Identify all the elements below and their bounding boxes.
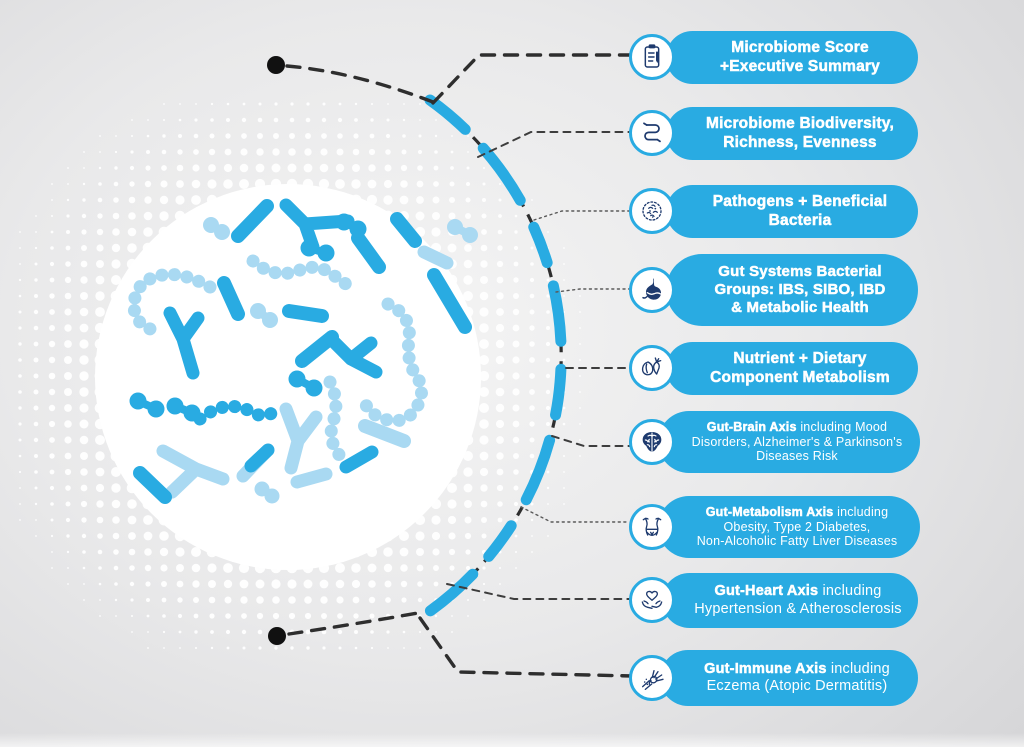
label-line: Disorders, Alzheimer's & Parkinson's xyxy=(684,435,910,450)
label-text-segment: including xyxy=(826,660,890,677)
label-pill: Microbiome Biodiversity,Richness, Evenne… xyxy=(666,107,918,160)
connector-gut-metabolism-axis xyxy=(520,506,629,523)
label-text-segment: Groups: IBS, SIBO, IBD xyxy=(714,281,886,299)
intestines-icon xyxy=(629,110,675,156)
label-line: & Metabolic Health xyxy=(692,299,908,317)
label-line: Richness, Evenness xyxy=(692,133,908,152)
label-text-segment: & Metabolic Health xyxy=(731,298,869,317)
label-text-segment: including xyxy=(818,583,882,600)
label-text-segment: Hypertension & Atherosclerosis xyxy=(694,600,902,617)
blue-dashed-arc xyxy=(414,94,567,624)
connector-biodiversity xyxy=(477,131,631,158)
bottom-anchor-dot xyxy=(268,627,286,645)
label-line: Obesity, Type 2 Diabetes, xyxy=(684,520,910,535)
label-text: Microbiome Score+Executive Summary xyxy=(692,39,908,76)
top-anchor-dashed-line xyxy=(285,64,435,104)
connector-gut-heart-axis xyxy=(446,583,630,600)
connector-gut-brain-axis xyxy=(551,435,630,447)
label-line: Pathogens + Beneficial xyxy=(692,193,908,211)
label-text-segment: Diseases Risk xyxy=(756,449,838,464)
label-line: Groups: IBS, SIBO, IBD xyxy=(692,281,908,299)
arm-dermatitis-icon xyxy=(629,655,675,701)
label-text-segment: Richness, Evenness xyxy=(723,133,877,151)
bottom-anchor-dashed-line xyxy=(287,611,420,636)
label-text-segment: Obesity, Type 2 Diabetes, xyxy=(723,519,871,534)
label-line: Nutrient + Dietary xyxy=(692,350,908,368)
brain-icon xyxy=(629,419,675,465)
label-line: Gut-Immune Axis including xyxy=(686,661,908,678)
connector-gut-systems xyxy=(555,288,630,293)
label-line: Gut Systems Bacterial xyxy=(692,263,908,281)
vegetables-icon xyxy=(629,345,675,391)
bacteria-cluster-icon xyxy=(629,188,675,234)
label-line: Gut-Heart Axis including xyxy=(688,583,908,600)
label-text-segment: Gut Systems Bacterial xyxy=(718,263,882,281)
label-line: Bacteria xyxy=(692,211,908,230)
label-line: Gut-Metabolism Axis including xyxy=(684,505,910,520)
label-text-segment: Gut-Heart Axis xyxy=(714,583,819,600)
bacteria-illustration xyxy=(95,184,481,570)
label-text: Microbiome Biodiversity,Richness, Evenne… xyxy=(692,115,908,152)
label-text-segment: Gut-Immune Axis xyxy=(704,660,827,678)
label-line: Non-Alcoholic Fatty Liver Diseases xyxy=(684,534,910,549)
label-text-segment: Disorders, Alzheimer's & Parkinson's xyxy=(691,434,903,449)
label-line: Microbiome Biodiversity, xyxy=(692,115,908,133)
label-line: Component Metabolism xyxy=(692,368,908,387)
label-text-segment: Gut-Metabolism Axis xyxy=(705,504,834,520)
label-text-segment: including xyxy=(833,504,889,519)
connector-pathogens xyxy=(533,210,632,221)
label-pill: Microbiome Score+Executive Summary xyxy=(666,31,918,84)
label-text-segment: Nutrient + Dietary xyxy=(733,350,867,368)
label-text-segment: Eczema (Atopic Dermatitis) xyxy=(706,678,888,694)
label-line: Hypertension & Atherosclerosis xyxy=(688,601,908,618)
label-text-segment: Gut-Brain Axis xyxy=(706,419,797,435)
label-text-segment: +Executive Summary xyxy=(720,57,880,75)
top-anchor-dot xyxy=(267,56,285,74)
label-line: Diseases Risk xyxy=(684,449,910,464)
label-text-segment: Microbiome Biodiversity, xyxy=(706,115,894,133)
halftone-dot-pattern xyxy=(18,102,581,650)
clipboard-checklist-icon xyxy=(629,34,675,80)
label-text-segment: Component Metabolism xyxy=(710,368,890,386)
connector-microbiome-score xyxy=(431,53,633,105)
connector-gut-immune-axis xyxy=(418,616,635,678)
label-line: Eczema (Atopic Dermatitis) xyxy=(686,678,908,695)
label-text-segment: Non-Alcoholic Fatty Liver Diseases xyxy=(696,534,898,549)
label-line: Microbiome Score xyxy=(692,39,908,57)
stomach-icon xyxy=(629,267,675,313)
label-line: Gut-Brain Axis including Mood xyxy=(684,420,910,435)
label-text-segment: Pathogens + Beneficial xyxy=(712,193,888,211)
label-text-segment: Bacteria xyxy=(768,211,832,229)
label-line: +Executive Summary xyxy=(692,57,908,76)
label-text-segment: Microbiome Score xyxy=(731,39,869,57)
label-text-segment: including Mood xyxy=(796,419,888,434)
body-waist-icon xyxy=(629,504,675,550)
hands-heart-icon xyxy=(629,577,675,623)
